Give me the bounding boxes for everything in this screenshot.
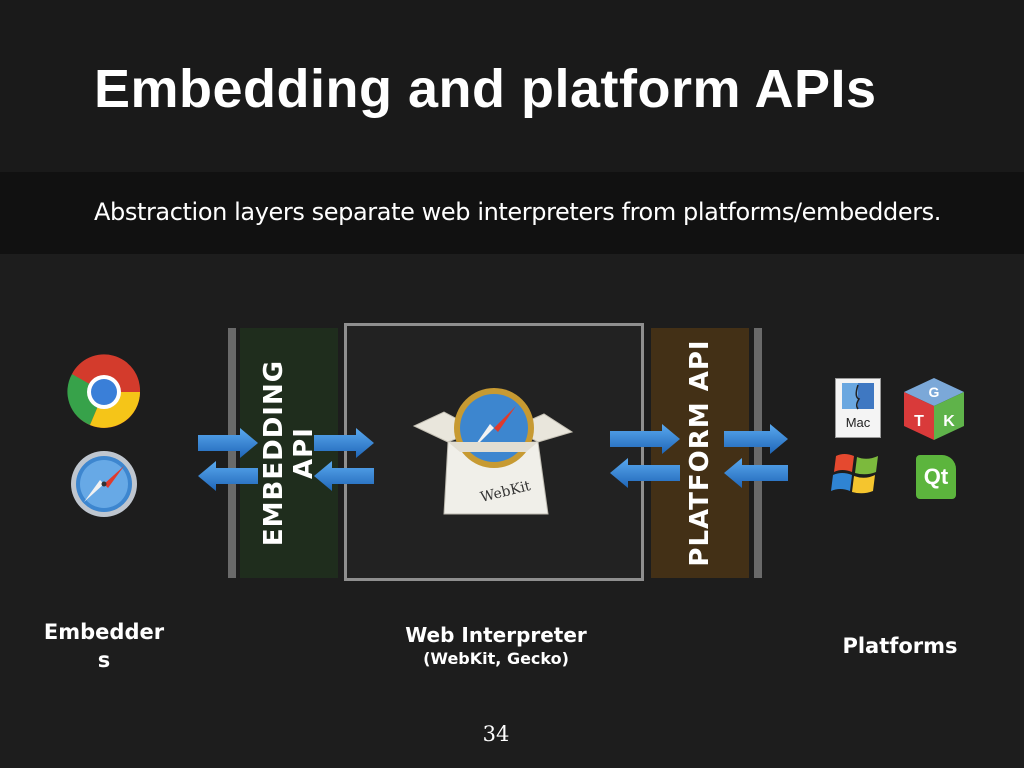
web-interpreter-title: Web Interpreter — [405, 623, 587, 647]
embedders-label-line2: s — [97, 648, 111, 672]
platforms-label: Platforms — [842, 634, 958, 658]
slide-title: Embedding and platform APIs — [94, 59, 877, 119]
page-number: 34 — [482, 722, 510, 746]
finder-face-icon — [842, 383, 874, 410]
web-interpreter-label: Web Interpreter (WebKit, Gecko) — [382, 622, 610, 670]
embedders-label-line1: Embedder — [43, 620, 165, 644]
windows-icon — [831, 454, 878, 494]
slide-subtitle: Abstraction layers separate web interpre… — [94, 198, 941, 226]
gtk-icon: G T K — [904, 378, 964, 440]
arrow-left-icon — [610, 458, 680, 488]
arrow-right-icon — [610, 424, 680, 454]
gtk-g-letter: G — [929, 384, 940, 400]
safari-icon — [71, 451, 137, 517]
gtk-t-letter: T — [914, 413, 924, 430]
arrow-left-icon — [198, 461, 258, 491]
gtk-k-letter: K — [943, 413, 955, 430]
arrow-left-icon — [314, 461, 374, 491]
chrome-icon — [67, 354, 141, 428]
title-band — [0, 0, 1024, 172]
qt-label: Qt — [923, 464, 949, 489]
qt-icon: Qt — [916, 455, 956, 499]
webkit-logo-icon — [412, 388, 574, 515]
arrow-right-icon — [724, 424, 788, 454]
arrow-right-icon — [198, 428, 258, 458]
mac-icon: Mac — [835, 378, 881, 438]
arrow-left-icon — [724, 458, 788, 488]
embedders-label: Embedder s — [30, 618, 178, 674]
web-interpreter-subtitle: (WebKit, Gecko) — [423, 649, 569, 668]
embedding-api-layer — [240, 328, 338, 578]
embedder-boundary-bar — [228, 328, 236, 578]
mac-label: Mac — [845, 415, 871, 430]
subtitle-band — [0, 172, 1024, 254]
arrow-right-icon — [314, 428, 374, 458]
platform-api-layer — [651, 328, 749, 578]
platform-boundary-bar — [754, 328, 762, 578]
